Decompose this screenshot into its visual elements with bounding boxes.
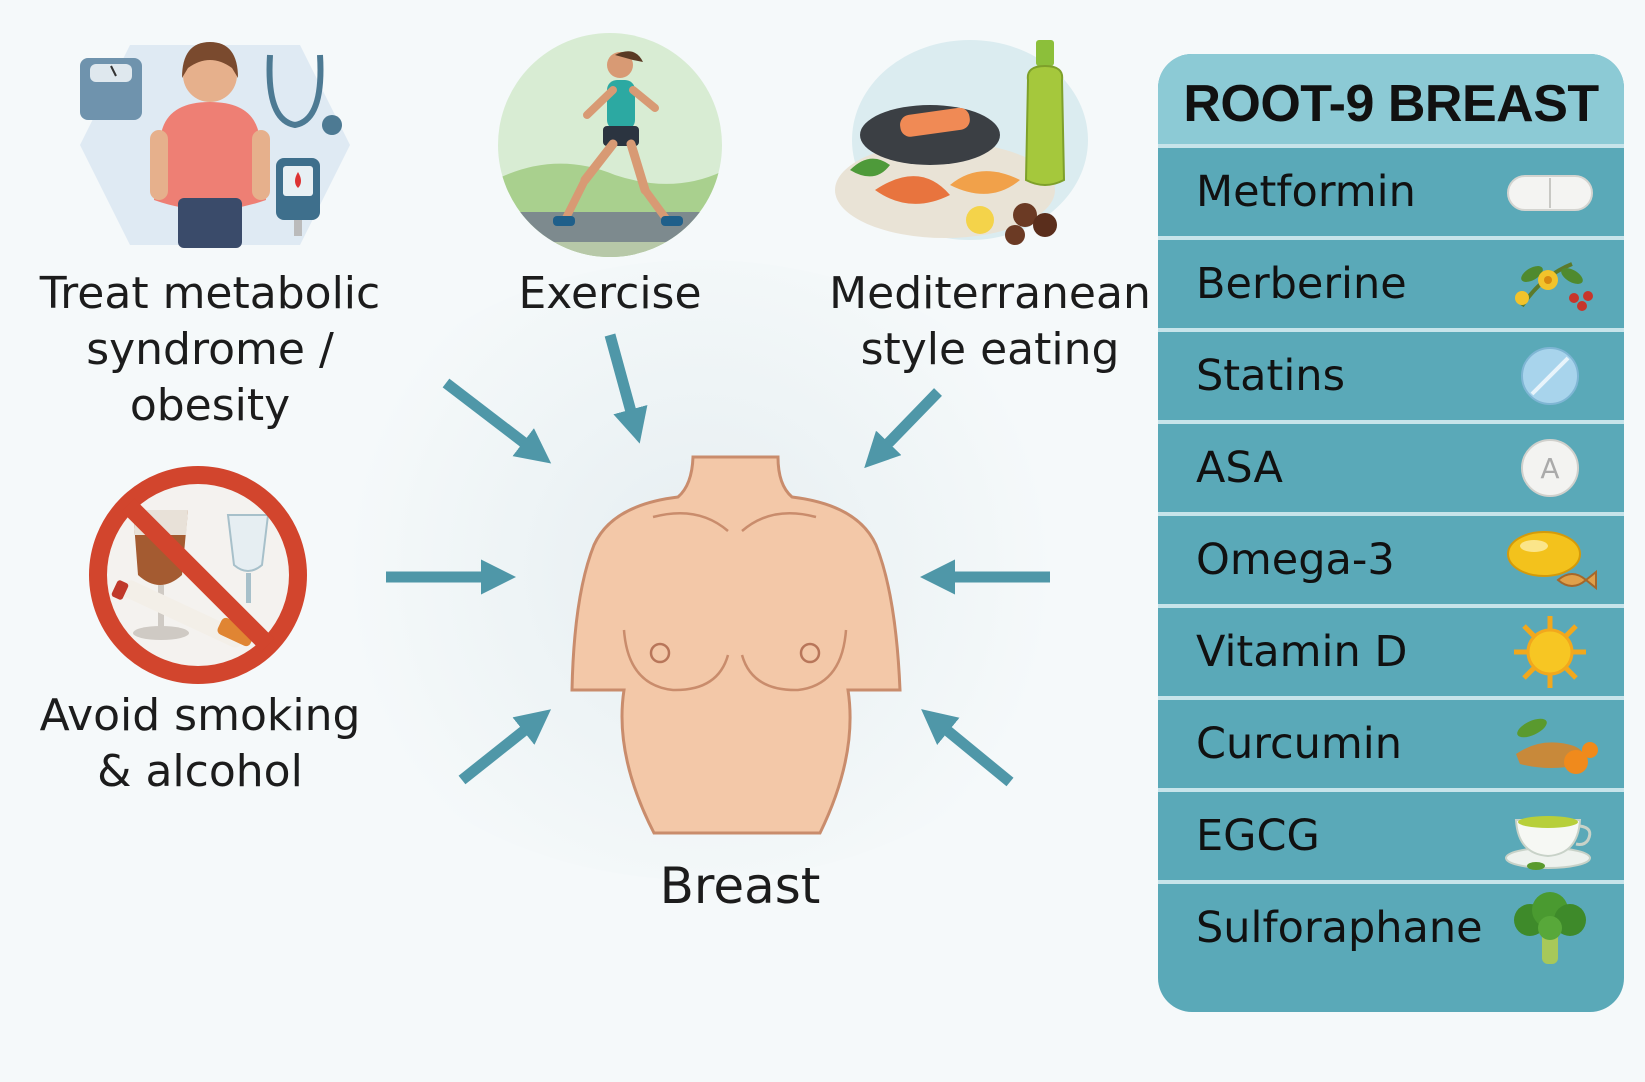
root9-item: Metformin xyxy=(1158,144,1624,236)
mediterranean-food-icon xyxy=(835,40,1088,245)
root9-item-label: Statins xyxy=(1196,351,1345,401)
exercise-caption: Exercise xyxy=(460,266,760,322)
no-smoking-alcohol-icon xyxy=(89,466,307,684)
metabolic-illustration xyxy=(70,30,360,260)
arrow-bottom-right xyxy=(921,709,1014,787)
arrow-diet xyxy=(864,388,942,469)
torso-illustration xyxy=(558,455,910,835)
green-tea-cup-icon xyxy=(1502,798,1598,874)
aspirin-mark: A xyxy=(1540,452,1559,485)
avoid-caption: Avoid smoking & alcohol xyxy=(20,688,380,800)
root9-item-label: EGCG xyxy=(1196,811,1320,861)
diet-illustration xyxy=(830,40,1090,255)
root9-item: Statins xyxy=(1158,328,1624,420)
root9-item: Vitamin D xyxy=(1158,604,1624,696)
broccoli-icon xyxy=(1502,890,1598,966)
root9-item: Sulforaphane xyxy=(1158,880,1624,976)
root9-item-label: Curcumin xyxy=(1196,719,1402,769)
root9-item: ASA A xyxy=(1158,420,1624,512)
diet-caption-text: Mediterranean style eating xyxy=(829,268,1151,375)
root9-item-label: Vitamin D xyxy=(1196,627,1408,677)
root9-item-label: Berberine xyxy=(1196,259,1407,309)
avoid-illustration xyxy=(78,455,318,695)
root9-item-label: Sulforaphane xyxy=(1196,903,1483,953)
panel-title: ROOT-9 BREAST xyxy=(1158,54,1624,144)
root9-item: Curcumin xyxy=(1158,696,1624,788)
berberine-plant-icon xyxy=(1502,246,1598,322)
diet-caption: Mediterranean style eating xyxy=(800,266,1180,378)
obesity-scale-stethoscope-icon xyxy=(80,42,350,248)
root9-item-label: ASA xyxy=(1196,443,1283,493)
metabolic-caption: Treat metabolic syndrome / obesity xyxy=(0,266,420,434)
arrow-bottom-left xyxy=(458,709,552,785)
aspirin-tablet-icon: A xyxy=(1502,430,1598,506)
arrows-layer xyxy=(386,333,1050,787)
female-torso-icon xyxy=(570,455,902,835)
fish-oil-capsule-icon xyxy=(1502,522,1598,598)
root9-item-label: Metformin xyxy=(1196,167,1416,217)
runner-icon xyxy=(498,33,722,257)
metabolic-caption-text: Treat metabolic syndrome / obesity xyxy=(39,268,381,431)
root9-item: EGCG xyxy=(1158,788,1624,880)
sun-icon xyxy=(1502,614,1598,690)
turmeric-root-icon xyxy=(1502,706,1598,782)
root9-item-label: Omega-3 xyxy=(1196,535,1395,585)
root9-item: Berberine xyxy=(1158,236,1624,328)
arrow-exercise xyxy=(604,333,648,444)
breast-label: Breast xyxy=(659,857,821,915)
exercise-illustration xyxy=(495,30,725,260)
avoid-caption-text: Avoid smoking & alcohol xyxy=(39,690,361,797)
exercise-caption-text: Exercise xyxy=(518,268,702,319)
statin-tablet-icon xyxy=(1502,338,1598,414)
pill-capsule-icon xyxy=(1502,154,1598,230)
arrow-metabolic xyxy=(442,378,552,464)
root9-item: Omega-3 xyxy=(1158,512,1624,604)
